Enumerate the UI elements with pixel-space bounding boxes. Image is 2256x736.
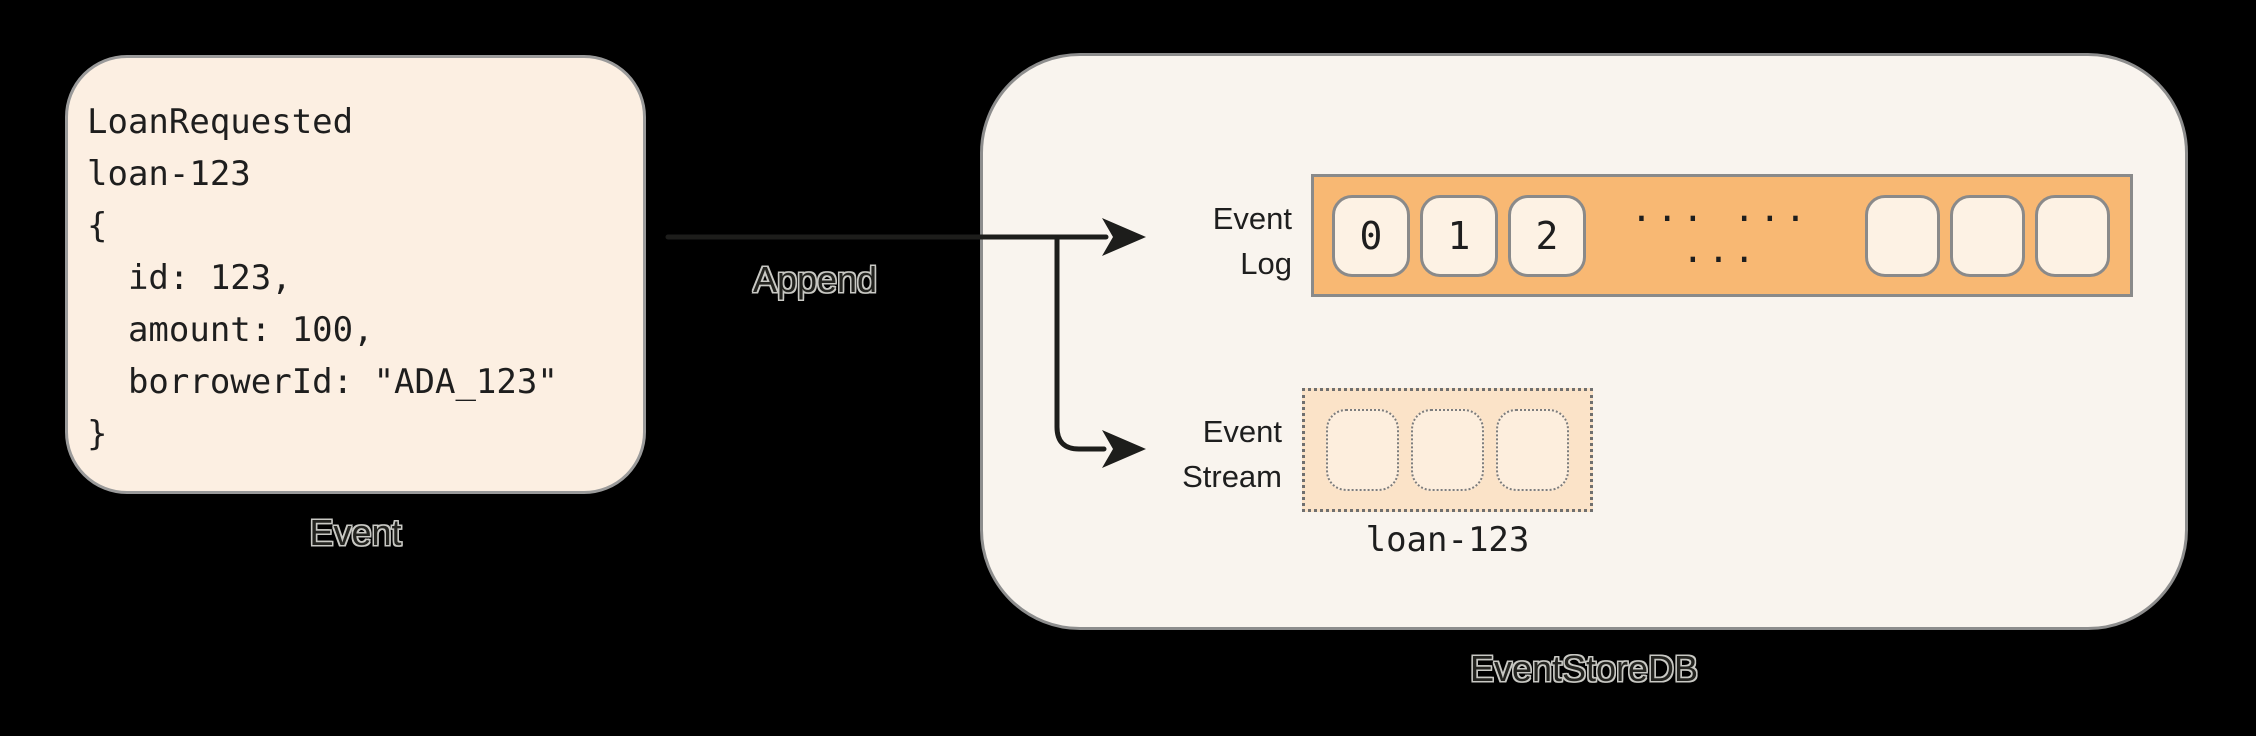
event-stream-empty-cell xyxy=(1326,409,1399,491)
event-log-cell-2: 2 xyxy=(1508,194,1586,277)
event-stream-empty-cell xyxy=(1496,409,1569,491)
eventstoredb-container xyxy=(980,53,2188,630)
event-log-empty-cell xyxy=(1865,194,1940,277)
code-line-event-type: LoanRequested xyxy=(87,102,354,142)
event-stream-label: Event Stream xyxy=(1090,409,1282,499)
event-stream-name: loan-123 xyxy=(1365,520,1530,560)
event-log-label-line1: Event xyxy=(1212,201,1292,236)
event-card-label: Event xyxy=(309,512,402,553)
event-stream-box xyxy=(1302,388,1593,512)
event-card: LoanRequested loan-123 { id: 123, amount… xyxy=(65,55,646,494)
code-line-id: id: 123, xyxy=(87,258,292,298)
event-stream-label-line1: Event xyxy=(1202,414,1282,449)
event-code-block: LoanRequested loan-123 { id: 123, amount… xyxy=(68,58,643,460)
code-line-stream-id: loan-123 xyxy=(87,154,251,194)
event-log-bar: 0 1 2 ... ... ... xyxy=(1311,174,2133,297)
event-log-empty-cell xyxy=(2035,194,2110,277)
event-log-cell-1: 1 xyxy=(1420,194,1498,277)
code-line-close-brace: } xyxy=(87,414,108,454)
event-stream-label-line2: Stream xyxy=(1182,459,1282,494)
code-line-borrower: borrowerId: "ADA_123" xyxy=(87,362,558,402)
event-log-label-line2: Log xyxy=(1240,246,1292,281)
code-line-open-brace: { xyxy=(87,206,108,246)
event-log-label: Event Log xyxy=(1100,196,1292,286)
code-line-amount: amount: 100, xyxy=(87,310,374,350)
event-log-ellipsis: ... ... ... xyxy=(1630,188,1811,271)
append-arrow-label: Append xyxy=(752,259,878,300)
event-log-empty-cell xyxy=(1950,194,2025,277)
eventstoredb-label: EventStoreDB xyxy=(1469,648,1699,689)
event-log-cell-0: 0 xyxy=(1332,194,1410,277)
event-stream-empty-cell xyxy=(1411,409,1484,491)
